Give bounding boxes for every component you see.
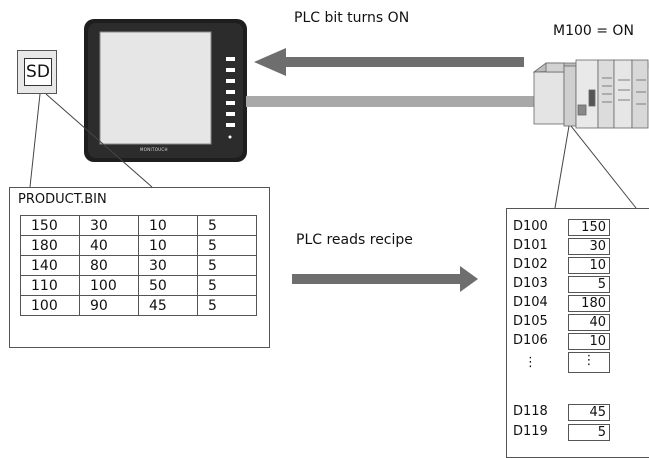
memory-address: D106	[513, 333, 548, 348]
hmi-panel	[84, 19, 247, 162]
memory-address: D100	[513, 219, 548, 234]
table-cell: 5	[197, 255, 257, 276]
table-cell: 80	[79, 255, 139, 276]
plc-reads-label: PLC reads recipe	[296, 232, 413, 248]
arrow-recipe-to-plc	[292, 266, 478, 292]
table-cell: 5	[197, 275, 257, 296]
callout-lines	[29, 93, 637, 209]
memory-value: 45	[568, 404, 610, 421]
table-cell: 30	[138, 255, 198, 276]
table-row: 150 30 10 5	[20, 215, 257, 236]
table-cell: 180	[20, 235, 80, 256]
memory-address: D118	[513, 404, 548, 419]
memory-address: D101	[513, 238, 548, 253]
recipe-file-name: PRODUCT.BIN	[18, 192, 107, 207]
table-cell: 100	[20, 295, 80, 316]
memory-address-ellipsis: ⋮	[524, 355, 537, 370]
memory-value: 30	[568, 238, 610, 255]
table-cell: 5	[197, 295, 257, 316]
table-cell: 10	[138, 215, 198, 236]
recipe-table: 150 30 10 5 180 40 10 5 140 80 30 5 110 …	[20, 215, 257, 316]
hmi-plc-link	[246, 96, 536, 107]
memory-value: 5	[568, 276, 610, 293]
table-cell: 5	[197, 215, 257, 236]
memory-value: 5	[568, 424, 610, 441]
m100-state-label: M100 = ON	[553, 23, 634, 39]
arrow-plc-to-hmi	[254, 48, 524, 76]
table-cell: 10	[138, 235, 198, 256]
sd-card-icon: SD	[17, 50, 57, 94]
memory-address: D104	[513, 295, 548, 310]
table-cell: 140	[20, 255, 80, 276]
table-cell: 30	[79, 215, 139, 236]
memory-value: 10	[568, 333, 610, 350]
memory-value: 10	[568, 257, 610, 274]
table-cell: 90	[79, 295, 139, 316]
plc-bit-on-label: PLC bit turns ON	[294, 10, 410, 26]
sd-card-label: SD	[24, 58, 52, 86]
memory-value: 180	[568, 295, 610, 312]
table-cell: 5	[197, 235, 257, 256]
table-row: 140 80 30 5	[20, 255, 257, 276]
monitouch-logo: MONITOUCH	[140, 147, 168, 152]
table-cell: 40	[79, 235, 139, 256]
table-row: 180 40 10 5	[20, 235, 257, 256]
table-cell: 45	[138, 295, 198, 316]
memory-address: D119	[513, 424, 548, 439]
table-row: 110 100 50 5	[20, 275, 257, 296]
table-cell: 50	[138, 275, 198, 296]
memory-value-ellipsis: ⋮	[568, 352, 610, 373]
table-row: 100 90 45 5	[20, 295, 257, 316]
memory-value: 40	[568, 314, 610, 331]
plc-rack	[532, 59, 649, 129]
table-cell: 100	[79, 275, 139, 296]
memory-address: D102	[513, 257, 548, 272]
table-cell: 150	[20, 215, 80, 236]
table-cell: 110	[20, 275, 80, 296]
memory-value: 150	[568, 219, 610, 236]
memory-address: D103	[513, 276, 548, 291]
memory-address: D105	[513, 314, 548, 329]
